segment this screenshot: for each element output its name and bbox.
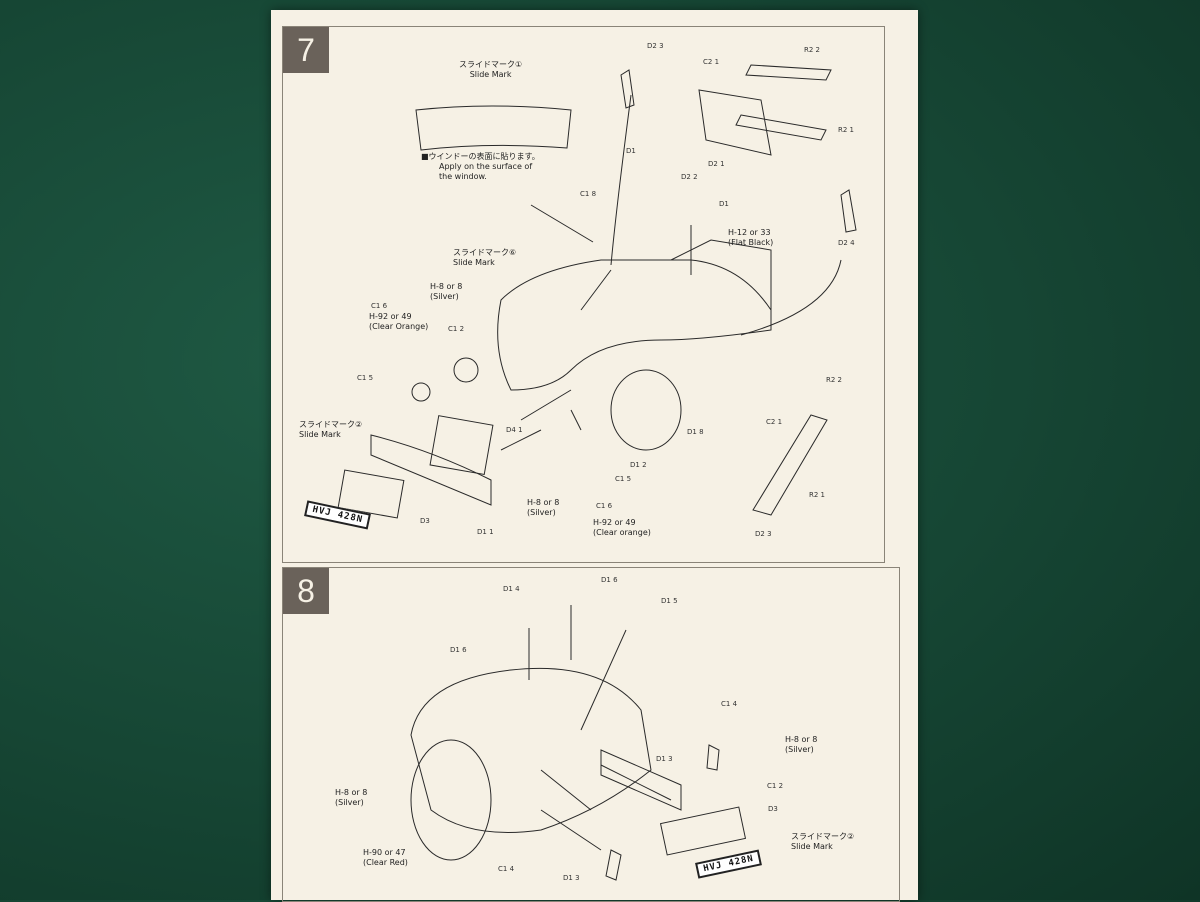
paint-red-8: H-90 or 47 (Clear Red) (363, 848, 408, 868)
slide-mark-6-label: スライドマーク⑥ Slide Mark (453, 248, 516, 268)
window-note: ■ウインドーの表面に貼ります。 Apply on the surface of … (421, 152, 540, 182)
slide-mark-jp: スライドマーク⑥ (453, 248, 517, 257)
part-label: D1 (719, 200, 729, 208)
part-label: C1 5 (357, 374, 374, 382)
paint-code: H-90 or 47 (363, 848, 406, 857)
part-label: D1 5 (661, 597, 678, 605)
window-note-jp: ■ウインドーの表面に貼ります。 (421, 152, 540, 161)
paint-black: H-12 or 33 (Flat Black) (728, 228, 773, 248)
paint-silver-b: H-8 or 8 (Silver) (527, 498, 559, 518)
part-label: D1 6 (450, 646, 467, 654)
part-label: D1 8 (687, 428, 704, 436)
paint-name: (Clear Orange) (369, 322, 429, 331)
paint-code: H-92 or 49 (593, 518, 636, 527)
paint-silver-b-8: H-8 or 8 (Silver) (785, 735, 817, 755)
mirror-part-2 (840, 189, 857, 233)
part-label: D3 (420, 517, 430, 525)
part-label: C1 8 (580, 190, 597, 198)
step-number: 8 (283, 568, 329, 614)
paint-name: (Flat Black) (728, 238, 774, 247)
part-label: D4 1 (506, 426, 523, 434)
paint-silver-a: H-8 or 8 (Silver) (430, 282, 462, 302)
frame-part (698, 89, 772, 156)
rail-part (745, 64, 832, 81)
grille-part (429, 415, 494, 476)
slide-mark-jp: スライドマーク② (299, 420, 363, 429)
part-label: C2 1 (766, 418, 783, 426)
paint-code: H-12 or 33 (728, 228, 771, 237)
part-label: C1 6 (371, 302, 388, 310)
paint-name: (Clear Red) (363, 858, 408, 867)
part-label: D1 2 (630, 461, 647, 469)
part-label: R2 1 (809, 491, 825, 499)
side-trim-part (752, 414, 828, 516)
paint-code: H-8 or 8 (335, 788, 368, 797)
paint-code: H-8 or 8 (527, 498, 560, 507)
part-label: R2 1 (838, 126, 854, 134)
paint-orange-a: H-92 or 49 (Clear Orange) (369, 312, 428, 332)
part-label: R2 2 (804, 46, 820, 54)
part-label: D2 1 (708, 160, 725, 168)
part-label: D2 3 (647, 42, 664, 50)
part-label: D3 (768, 805, 778, 813)
front-wheel (610, 369, 682, 451)
part-label: D2 2 (681, 173, 698, 181)
slide-mark-2-label: スライドマーク② Slide Mark (299, 420, 362, 440)
step-number: 7 (283, 27, 329, 73)
instruction-sheet: 7 スライドマーク① Slide Mark ■ウインドーの表面に貼ります。 Ap… (271, 10, 918, 902)
rear-wheel (410, 739, 492, 861)
paint-name: (Silver) (527, 508, 556, 517)
part-label: C1 2 (767, 782, 784, 790)
paint-name: (Silver) (785, 745, 814, 754)
rail-part-2 (735, 114, 827, 141)
car-body-outline (497, 259, 772, 391)
paint-code: H-8 or 8 (430, 282, 463, 291)
windscreen-part (415, 105, 572, 151)
paint-orange-b: H-92 or 49 (Clear orange) (593, 518, 651, 538)
window-note-en2: the window. (439, 172, 487, 181)
mirror-part (620, 69, 635, 109)
part-label: D2 4 (838, 239, 855, 247)
reflector-part (706, 744, 720, 771)
plate-backing-8 (659, 806, 747, 856)
slide-mark-en: Slide Mark (453, 258, 495, 267)
slide-mark-jp: スライドマーク② (791, 832, 855, 841)
slide-mark-jp: スライドマーク① (459, 60, 523, 69)
slide-mark-en: Slide Mark (469, 70, 512, 79)
part-label: C1 2 (448, 325, 465, 333)
part-label: C1 6 (596, 502, 613, 510)
window-note-en1: Apply on the surface of (439, 162, 533, 171)
plate-lamp-part (600, 749, 682, 811)
slide-mark-1-label: スライドマーク① Slide Mark (459, 60, 522, 80)
part-label: D1 6 (601, 576, 618, 584)
slide-mark-2-label-8: スライドマーク② Slide Mark (791, 832, 854, 852)
part-label: D1 3 (563, 874, 580, 882)
sidelight-part (411, 382, 431, 402)
paint-code: H-92 or 49 (369, 312, 412, 321)
step-7-panel: 7 (282, 26, 885, 563)
slide-mark-en: Slide Mark (791, 842, 833, 851)
headlight-part (453, 357, 479, 383)
part-label: D1 (626, 147, 636, 155)
paint-name: (Silver) (335, 798, 364, 807)
part-label: C1 5 (615, 475, 632, 483)
part-label: D2 3 (755, 530, 772, 538)
paint-code: H-8 or 8 (785, 735, 818, 744)
part-label: C1 4 (498, 865, 515, 873)
paint-silver-a-8: H-8 or 8 (Silver) (335, 788, 367, 808)
part-label: D1 1 (477, 528, 494, 536)
bumper-part (370, 434, 492, 506)
paint-name: (Clear orange) (593, 528, 651, 537)
part-label: C2 1 (703, 58, 720, 66)
rear-car-outline (410, 667, 652, 833)
slide-mark-en: Slide Mark (299, 430, 341, 439)
assembly-drawing (337, 64, 857, 881)
part-label: D1 3 (656, 755, 673, 763)
part-label: D1 4 (503, 585, 520, 593)
part-label: R2 2 (826, 376, 842, 384)
light-part (605, 849, 622, 881)
paint-name: (Silver) (430, 292, 459, 301)
part-label: C1 4 (721, 700, 738, 708)
